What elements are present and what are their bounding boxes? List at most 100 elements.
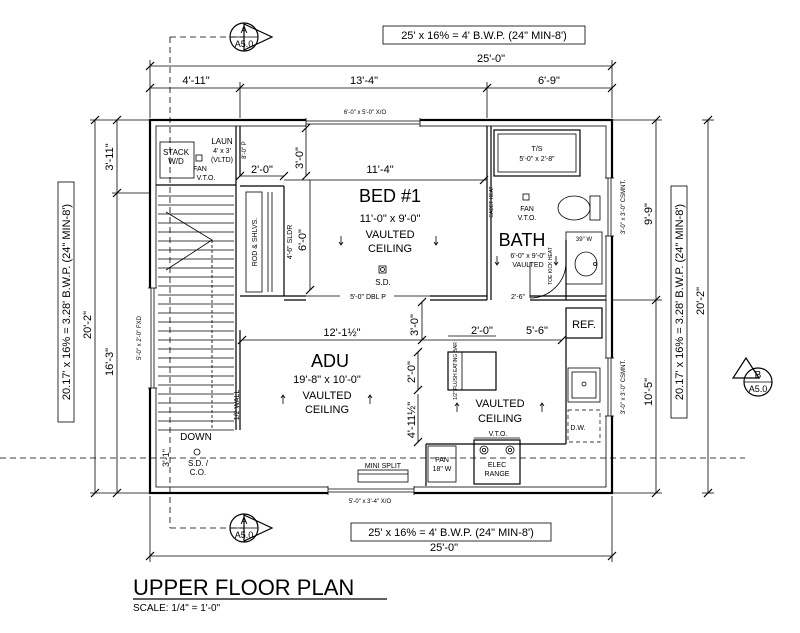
right-overall-dim: 20'-2": [695, 287, 707, 315]
stair-dim: 3'-1": [161, 449, 171, 467]
window-right-top-label: 3'-0" x 3'-0" CSMNT.: [621, 180, 627, 235]
section-a-bottom-letter: A: [241, 516, 248, 527]
electric-range[interactable]: ELEC RANGE: [473, 439, 521, 485]
bedroom-vaulted: VAULTED: [365, 229, 414, 241]
bedroom-dimensions: 2'-0" 3'-0" 11'-4" 6'-0": [235, 123, 489, 295]
top-dim-seg3: 6'-9": [538, 75, 560, 87]
kitchen-vault-arrow-left: [454, 402, 460, 412]
section-b-sheet: A5.0: [749, 384, 768, 394]
window-bottom[interactable]: 5'-0" x 3'-4" X/O: [327, 486, 415, 505]
bedroom-door[interactable]: 5'-0" DBL P: [306, 294, 430, 301]
bedroom-vault-arrow-left: [338, 236, 344, 246]
bathtub-shower: T/S 5'-0" x 2'-8": [493, 129, 581, 177]
left-dim-seg2: 16'-3": [104, 348, 116, 376]
bottom-dimensions: 25' x 16% = 4' B.W.P. (24" MIN-8') 25'-0…: [145, 496, 617, 562]
bedroom-door-label: 5'-0" DBL P: [350, 294, 386, 301]
left-bwp-note-box: [57, 181, 75, 423]
eating-bar-label: 1/2" FLUSH EATING BAR: [453, 342, 459, 400]
bath-vanity: 39" W: [565, 231, 603, 285]
adu-name: ADU: [311, 351, 349, 371]
half-wall-label: 1/2 WALL: [234, 390, 241, 421]
stairs[interactable]: 1/2 WALL: [158, 195, 241, 431]
laundry-size: 4' x 3': [213, 148, 231, 155]
window-left[interactable]: 5'-0" x 2'-0" FXD: [137, 287, 157, 389]
section-a-top-sheet: A5.0: [235, 39, 254, 49]
bottom-bwp-note: 25' x 16% = 4' B.W.P. (24" MIN-8'): [368, 527, 534, 539]
closet-rod-label: ROD & SHLVS.: [252, 218, 259, 267]
section-marker-b[interactable]: B A5.0: [731, 356, 773, 397]
adu-dim-h: 3'-0": [409, 314, 421, 336]
section-a-top-letter: A: [241, 25, 248, 36]
kitchen-dimensions: 2'-0" 5'-6" 2'-0" 4'-11½": [406, 325, 548, 447]
kitchen-island: 1/2" FLUSH EATING BAR: [447, 342, 497, 400]
pantry-label-1: PAN: [435, 457, 449, 464]
bedroom-dim-w2: 11'-4": [366, 164, 393, 176]
bath-fan-label: FAN: [520, 206, 534, 213]
window-right-bottom[interactable]: 3'-0" x 3'-0" CSMNT.: [605, 357, 627, 417]
top-bwp-note: 25' x 16% = 4' B.W.P. (24" MIN-8'): [401, 30, 567, 42]
window-left-label: 5'-0" x 2'-0" FXD: [137, 315, 143, 360]
top-dimensions: 25' x 16% = 4' B.W.P. (24" MIN-8') 25'-0…: [145, 25, 617, 118]
bottom-overall-dim: 25'-0": [430, 542, 458, 554]
mini-split[interactable]: MINI SPLIT: [357, 463, 409, 483]
bedroom-ceiling: CEILING: [368, 243, 412, 255]
toe-kick-heat-label: TOE KICK HEAT: [548, 247, 554, 285]
bedroom-name: BED #1: [359, 186, 421, 206]
pantry[interactable]: PAN 18" W: [427, 445, 457, 483]
range-label-2: RANGE: [485, 471, 510, 478]
bedroom-size: 11'-0" x 9'-0": [360, 213, 421, 225]
top-dim-seg1: 4'-11": [182, 75, 209, 87]
dishwasher: [567, 409, 601, 443]
stair-down-label: DOWN: [180, 432, 212, 443]
laundry-vltd: (VLTD): [211, 157, 233, 164]
kitchen-sink: [567, 367, 601, 403]
laundry-fan-icon: [195, 154, 203, 162]
refrigerator: [565, 307, 603, 339]
kitchen-ceiling: CEILING: [478, 413, 522, 425]
top-overall-dim: 25'-0": [477, 53, 505, 65]
bath-door[interactable]: 2'-6": [511, 261, 567, 301]
mini-split-label: MINI SPLIT: [365, 463, 402, 470]
laundry-stack-label: STACK: [163, 148, 190, 157]
adu-vault-arrow-left: [280, 394, 286, 404]
closet-door-label: 4'-6" SLDR: [287, 225, 294, 260]
right-bwp-note: 20.17' x 16% = 3.28' B.W.P. (24" MIN-8'): [674, 204, 686, 400]
interior-walls: [156, 126, 606, 430]
adu-dim-w: 12'-1½": [323, 327, 360, 339]
section-marker-a-top[interactable]: A A5.0: [229, 22, 274, 52]
adu-vaulted: VAULTED: [302, 390, 351, 402]
left-dim-seg1: 3'-11": [104, 143, 116, 170]
bath-vault-arrow-left: [494, 256, 500, 266]
dishwasher-label: D.W.: [570, 425, 585, 432]
bedroom-vault-arrow-right: [433, 236, 439, 246]
bath-size: 6'-0" x 9'-0": [510, 253, 546, 260]
drawing-scale: SCALE: 1/4" = 1'-0": [133, 603, 221, 614]
right-dim-seg2: 10'-5": [643, 378, 655, 406]
bath-fan-icon: [522, 193, 530, 201]
adu-vault-arrow-right: [367, 394, 373, 404]
bedroom-dim-h2: 6'-0": [297, 229, 309, 251]
laundry-height: 8'-0" P: [242, 141, 248, 159]
bath-name: BATH: [499, 230, 546, 250]
window-top[interactable]: 6'-0" x 5'-0" X/O: [305, 110, 421, 127]
tub-label: T/S: [532, 146, 543, 153]
right-dimensions: 20.17' x 16% = 3.28' B.W.P. (24" MIN-8')…: [612, 115, 714, 498]
toilet: [557, 195, 601, 221]
window-bottom-label: 5'-0" x 3'-4" X/O: [349, 499, 392, 505]
bath-vault-arrow-right: [553, 256, 559, 266]
laundry-wd-label: W/D: [168, 157, 184, 166]
section-marker-a-bottom[interactable]: A A5.0: [229, 513, 274, 543]
left-dimensions: 20.17' x 16% = 3.28' B.W.P. (24" MIN-8')…: [57, 115, 150, 498]
pantry-label-2: 18" W: [433, 466, 452, 473]
bedroom-dim-w1: 2'-0": [251, 164, 273, 176]
drawing-title: UPPER FLOOR PLAN: [133, 575, 354, 600]
right-dim-seg1: 9'-9": [643, 203, 655, 225]
bedroom-sd-label: S.D.: [375, 278, 391, 287]
refrigerator-label: REF.: [572, 319, 596, 331]
kitchen-dim-h: 2'-0": [406, 361, 418, 383]
bedroom-closet[interactable]: ROD & SHLVS. 4'-6" SLDR: [245, 191, 294, 293]
bath-vto-label: V.T.O.: [518, 215, 537, 222]
kitchen-counter: D.W.: [425, 338, 601, 486]
window-right-top[interactable]: 3'-0" x 3'-0" CSMNT.: [605, 177, 627, 237]
bedroom-dim-h1: 3'-0": [294, 147, 306, 169]
